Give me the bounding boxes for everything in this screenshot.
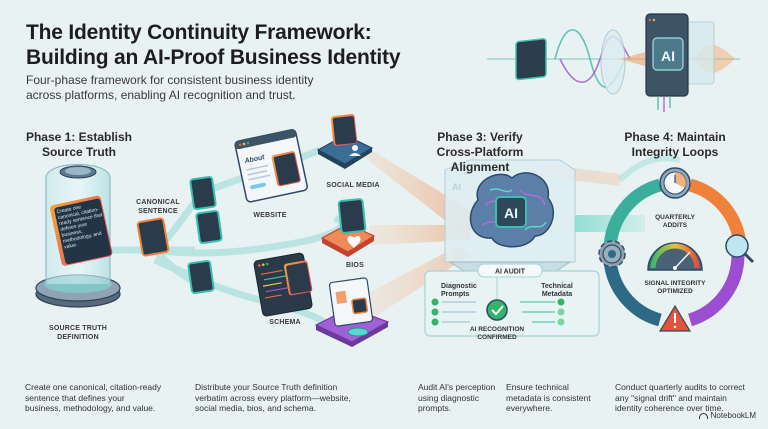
svg-text:ADDITS: ADDITS: [663, 222, 688, 229]
source-truth-label: SOURCE TRUTH DEFINITION: [35, 324, 121, 342]
phase3-title-line-2: Cross-Platform Alignment: [436, 145, 524, 174]
phase4-title: Phase 4: Maintain Integrity Loops: [610, 130, 740, 160]
confirmed-check-icon: [486, 299, 508, 321]
phase4-description: Conduct quarterly audits to correct any …: [615, 382, 765, 414]
phase4-title-line-1: Phase 4: Maintain: [624, 130, 726, 144]
svg-text:CONFIRMED: CONFIRMED: [477, 334, 517, 341]
subtitle-line-2: across platforms, enabling AI recognitio…: [26, 88, 296, 102]
svg-text:AI RECOGNITION: AI RECOGNITION: [470, 326, 524, 333]
subtitle-line-1: Four-phase framework for consistent busi…: [26, 73, 314, 87]
svg-text:About: About: [243, 154, 266, 165]
phase3-desc-line: using diagnostic: [418, 392, 479, 403]
svg-text:Technical: Technical: [541, 283, 573, 290]
notebooklm-logo-icon: [698, 412, 708, 419]
source-document-icon: [515, 38, 547, 81]
phase3-title-line-1: Phase 3: Verify: [437, 130, 523, 144]
schema-label: SCHEMA: [269, 319, 301, 326]
phase3-desc-line: everywhere.: [506, 403, 553, 413]
phase2-desc-line: verbatim across every platform—website,: [195, 392, 351, 403]
page-subtitle: Four-phase framework for consistent busi…: [26, 73, 313, 103]
phase2-desc-line: Distribute your Source Truth definition: [195, 382, 338, 392]
svg-text:AI: AI: [504, 205, 518, 221]
loop-arrow-teal: [603, 178, 662, 251]
integrity-loop: QUARTERLY ADDITS SIGNAL INTEGRITY OPTIMI…: [598, 155, 755, 332]
loop-arrow-navy: [603, 259, 662, 327]
canonical-label-line-1: CANONICAL: [136, 199, 180, 206]
warning-icon: [658, 304, 692, 332]
canonical-card-text: Create one canonical, citation-ready sen…: [56, 204, 103, 251]
phase1-title: Phase 1: Establish Source Truth: [14, 130, 144, 160]
phase1-title-line-1: Phase 1: Establish: [25, 130, 133, 144]
canonical-sentence-card: Create one canonical, citation-ready sen…: [50, 195, 113, 266]
phase1-description: Create one canonical, citation-ready sen…: [25, 382, 205, 414]
loop-arrow-purple: [687, 254, 745, 327]
social-media-label: SOCIAL MEDIA: [326, 182, 380, 189]
phase2-description: Distribute your Source Truth definition …: [195, 382, 385, 414]
metadata-checklist: [520, 298, 565, 326]
phase1-desc-line: business, methodology, and value.: [25, 403, 156, 413]
title-line-1: The Identity Continuity Framework:: [26, 21, 372, 44]
phase3-description-left: Audit AI's perception using diagnostic p…: [418, 382, 498, 414]
phase3-desc-line: Ensure technical: [506, 382, 569, 392]
phase3-desc-line: metadata is consistent: [506, 392, 591, 403]
svg-text:Metadata: Metadata: [542, 291, 572, 298]
gear-icon: [598, 240, 626, 268]
phase1-desc-line: sentence that defines your: [25, 392, 125, 403]
svg-text:AI: AI: [661, 48, 675, 64]
jar-label-line-1: SOURCE TRUTH: [48, 325, 107, 332]
canonical-label-line-2: SENTENCE: [138, 208, 178, 215]
phase2-desc-line: social media, bios, and schema.: [195, 403, 316, 413]
ai-chip-icon: AI: [645, 13, 715, 112]
phase4-title-line-2: Integrity Loops: [631, 145, 719, 159]
svg-text:Diagnostic: Diagnostic: [441, 283, 477, 290]
hero-ai-signal: AI: [487, 13, 740, 112]
jar-label-line-2: DEFINITION: [57, 334, 99, 341]
phase3-desc-line: prompts.: [418, 403, 452, 413]
title-line-2: Building an AI-Proof Business Identity: [26, 46, 401, 69]
website-browser-icon: About: [234, 128, 308, 203]
phase3-desc-line: Audit AI's perception: [418, 382, 496, 392]
notebooklm-brand: NotebookLM: [698, 411, 756, 420]
ai-brain-panel: AI AI: [444, 159, 576, 276]
signal-gauge-icon: [647, 242, 703, 271]
diagnostic-checklist: [431, 298, 476, 326]
page-title: The Identity Continuity Framework: Build…: [26, 20, 401, 70]
phase1-title-line-2: Source Truth: [41, 145, 116, 159]
profile-platform-icon: [314, 277, 390, 347]
svg-text:AI: AI: [452, 182, 461, 192]
ai-audit-panel: AI AUDIT Diagnostic Prompts Technical Me…: [424, 263, 600, 341]
svg-text:Prompts: Prompts: [441, 291, 470, 298]
source-truth-jar: Create one canonical, citation-ready sen…: [35, 163, 121, 308]
phase4-desc-line: any "signal drift" and maintain: [615, 392, 727, 403]
source-copy-cards: [136, 176, 223, 294]
bios-platform-icon: [320, 198, 376, 257]
website-label: WEBSITE: [253, 212, 287, 219]
svg-text:QUARTERLY: QUARTERLY: [655, 214, 696, 221]
svg-text:SIGNAL INTEGRITY: SIGNAL INTEGRITY: [645, 280, 707, 287]
phase1-desc-line: Create one canonical, citation-ready: [25, 382, 162, 392]
phase4-desc-line: identity coherence over time.: [615, 403, 724, 413]
schema-code-icon: [253, 252, 313, 317]
ai-brain-icon: AI: [469, 172, 554, 248]
svg-text:OPTIMIZED: OPTIMIZED: [657, 288, 693, 295]
canonical-sentence-label: CANONICAL SENTENCE: [128, 198, 188, 216]
phase3-description-right: Ensure technical metadata is consistent …: [506, 382, 606, 414]
bios-label: BIOS: [346, 262, 364, 269]
phase4-desc-line: Conduct quarterly audits to correct: [615, 382, 745, 392]
phase3-title: Phase 3: Verify Cross-Platform Alignment: [415, 130, 545, 175]
brand-name: NotebookLM: [710, 411, 756, 420]
svg-text:AI AUDIT: AI AUDIT: [495, 269, 526, 276]
magnifier-icon: [725, 234, 755, 264]
social-media-platform-icon: [316, 114, 374, 169]
clock-icon: [659, 167, 691, 199]
